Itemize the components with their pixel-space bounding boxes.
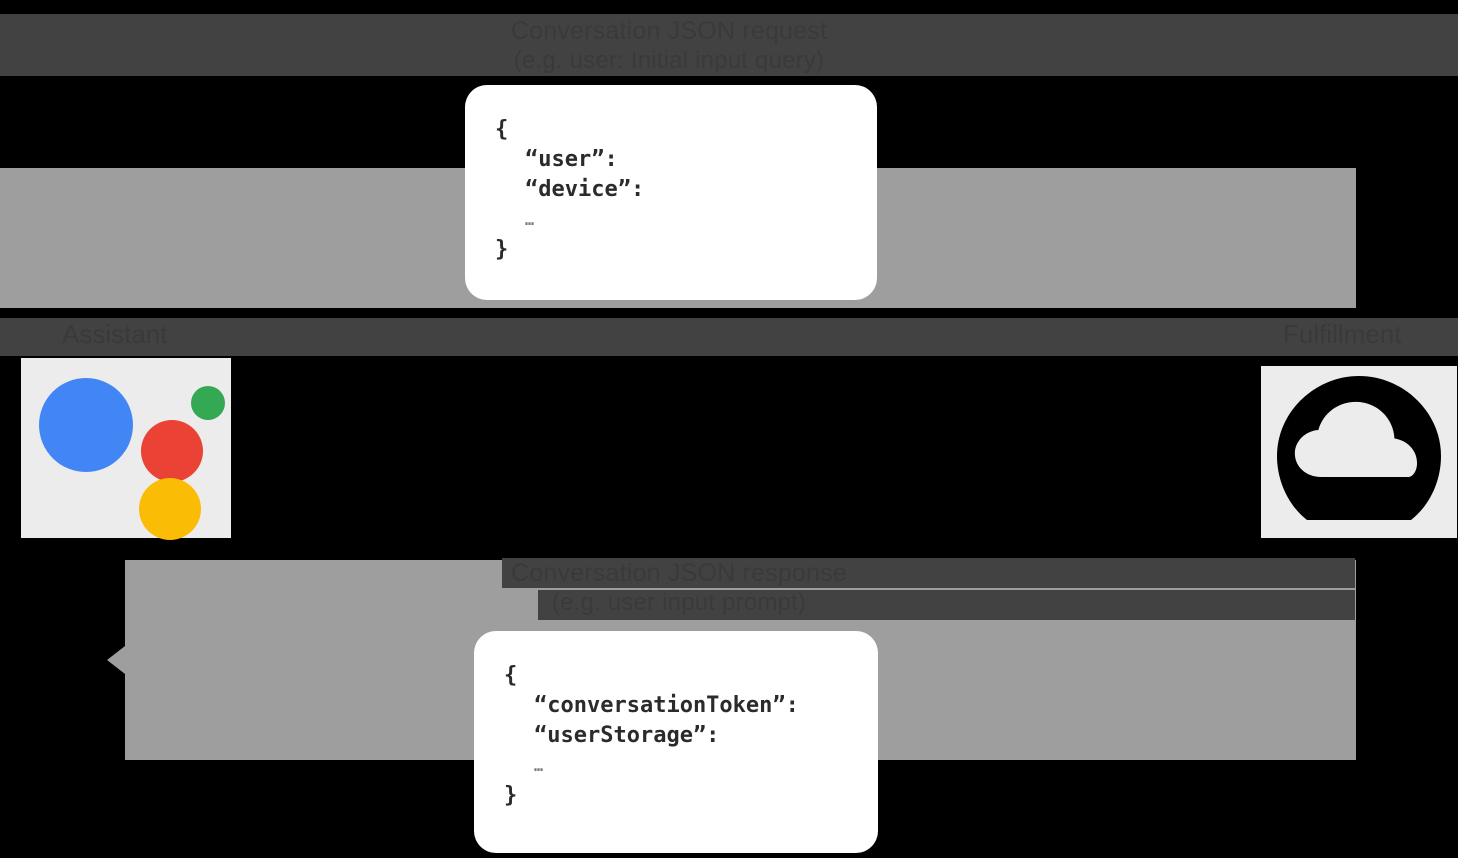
assistant-green-dot-icon [191, 386, 225, 420]
top-caption-line1: Conversation JSON request [510, 17, 828, 45]
response-arrow-head-icon [107, 646, 125, 674]
bottom-caption-line2: (e.g. user input prompt) [551, 589, 807, 616]
response-json-open: { [504, 663, 518, 688]
request-json-key-user: “user”: [525, 147, 618, 172]
assistant-logo-tile [21, 358, 231, 540]
request-arrow-head-icon [1326, 212, 1356, 264]
top-caption-line2: (e.g. user: Initial input query) [513, 47, 825, 74]
bottom-caption: Conversation JSON response (e.g. user in… [434, 558, 924, 618]
top-caption-band [0, 14, 1458, 76]
fulfillment-logo-tile [1261, 366, 1457, 538]
bottom-caption-band [502, 558, 1355, 588]
request-json-card: { “user”: “device”: … } [465, 85, 877, 300]
assistant-red-dot-icon [141, 420, 203, 482]
response-json-close: } [504, 783, 518, 808]
response-json-card: { “conversationToken”: “userStorage”: … … [474, 631, 878, 853]
assistant-blue-dot-icon [39, 378, 133, 472]
response-json-ellipsis: … [534, 757, 545, 775]
assistant-label: Assistant [62, 319, 168, 349]
assistant-yellow-dot-icon [139, 478, 201, 540]
bottom-caption-band-2 [538, 590, 1355, 620]
response-json-key-conversation-token: “conversationToken”: [534, 693, 799, 718]
endpoint-label-band [0, 318, 1458, 356]
request-json-ellipsis: … [525, 211, 536, 229]
response-json-key-user-storage: “userStorage”: [534, 723, 720, 748]
request-json-close: } [495, 237, 509, 262]
cloud-icon [1277, 376, 1441, 520]
top-caption: Conversation JSON request (e.g. user: In… [429, 16, 909, 76]
request-json-key-device: “device”: [525, 177, 645, 202]
request-json-open: { [495, 117, 509, 142]
fulfillment-label: Fulfillment [1283, 319, 1402, 349]
bottom-caption-line1: Conversation JSON response [511, 559, 847, 587]
